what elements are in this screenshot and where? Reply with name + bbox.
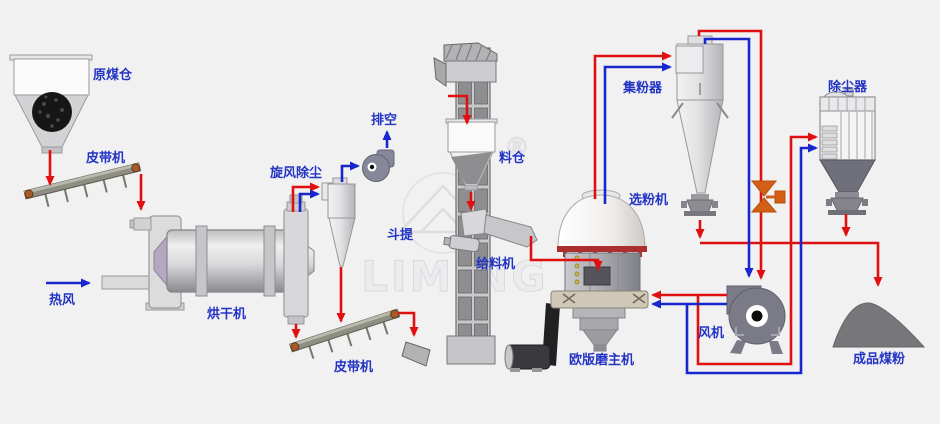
belt-conveyor-2-icon [289,308,401,359]
feeder-icon [443,208,538,253]
elevator-boot-chute [401,341,431,367]
watermark-text: LIMING [361,252,548,301]
classifier-label: 选粉机 [629,192,668,207]
mill-flange-ring [557,246,647,252]
pipe-product-line [700,241,883,287]
dust-collector-hopper [819,159,876,193]
pipe-mill-to-collector-red [593,51,672,199]
liming-watermark: LIMING ® [361,133,548,302]
equipment-labels: 原煤仓 皮带机 热风 烘干机 旋风除尘 排空 斗提 皮带机 料仓 给料机 选粉机… [49,67,905,374]
dust-collector-icon [819,88,876,215]
cyclone-label: 旋风除尘 [269,165,322,180]
pipe-belt2-to-elevator [398,311,419,337]
powder-collector-icon [671,35,729,216]
feed-silo-icon [445,118,498,191]
powder-collector-label: 集粉器 [622,80,663,95]
pipe-fan-to-dust-collector-red [696,132,818,366]
fan-label: 风机 [698,325,724,340]
pipe-elevator-to-silo [448,94,472,125]
air-flow-pipes [46,37,818,375]
pipe-collector-to-fan-blue [703,37,754,278]
classifier-dome [557,194,646,249]
collector-inlet-box [675,45,704,74]
valve-icon [750,180,786,213]
pipe-collector-to-fan-red [697,29,766,280]
pipe-dryer-to-cyclone-red [291,182,320,212]
bucket-elevator-icon [401,42,498,367]
finished-product-pile-icon [832,302,926,348]
belt-conveyor-1-icon [23,162,142,207]
watermark-registered-icon: ® [504,133,530,163]
bucket-elevator-label: 斗提 [387,227,414,242]
material-flow-pipes [45,29,883,366]
dust-collector-label: 除尘器 [828,79,868,94]
feed-silo-label: 料仓 [499,150,526,165]
vent-blower-icon [362,149,395,182]
elevator-head-chute [433,57,447,87]
finished-product-label: 成品煤粉 [853,351,905,366]
pipe-cyclone-to-vent-blower [340,161,360,182]
belt-conveyor-2-label: 皮带机 [333,359,373,374]
pipe-fan-to-dust-collector-blue [685,143,818,375]
dryer-label: 烘干机 [207,306,246,321]
vent-label: 排空 [371,112,397,127]
cyclone-dust-collector-icon [321,177,356,267]
fan-icon [726,285,786,354]
pipe-mill-to-collector-blue [603,62,672,204]
mill-door [583,266,611,286]
silo-material [451,152,492,184]
belt-conveyor-1-label: 皮带机 [85,150,125,165]
pipe-dryer-to-cyclone-blue [298,189,320,212]
raw-coal-bin-label: 原煤仓 [93,67,133,82]
feeder-label: 给料机 [476,256,515,271]
coal-material [32,92,72,132]
mill-icon [504,189,649,372]
raw-coal-bin-icon [9,54,93,154]
dryer-icon [101,194,315,325]
hot-air-label: 热风 [49,292,75,307]
mill-label: 欧版磨主机 [569,352,634,367]
pipe-feeder-to-mill [529,236,603,271]
